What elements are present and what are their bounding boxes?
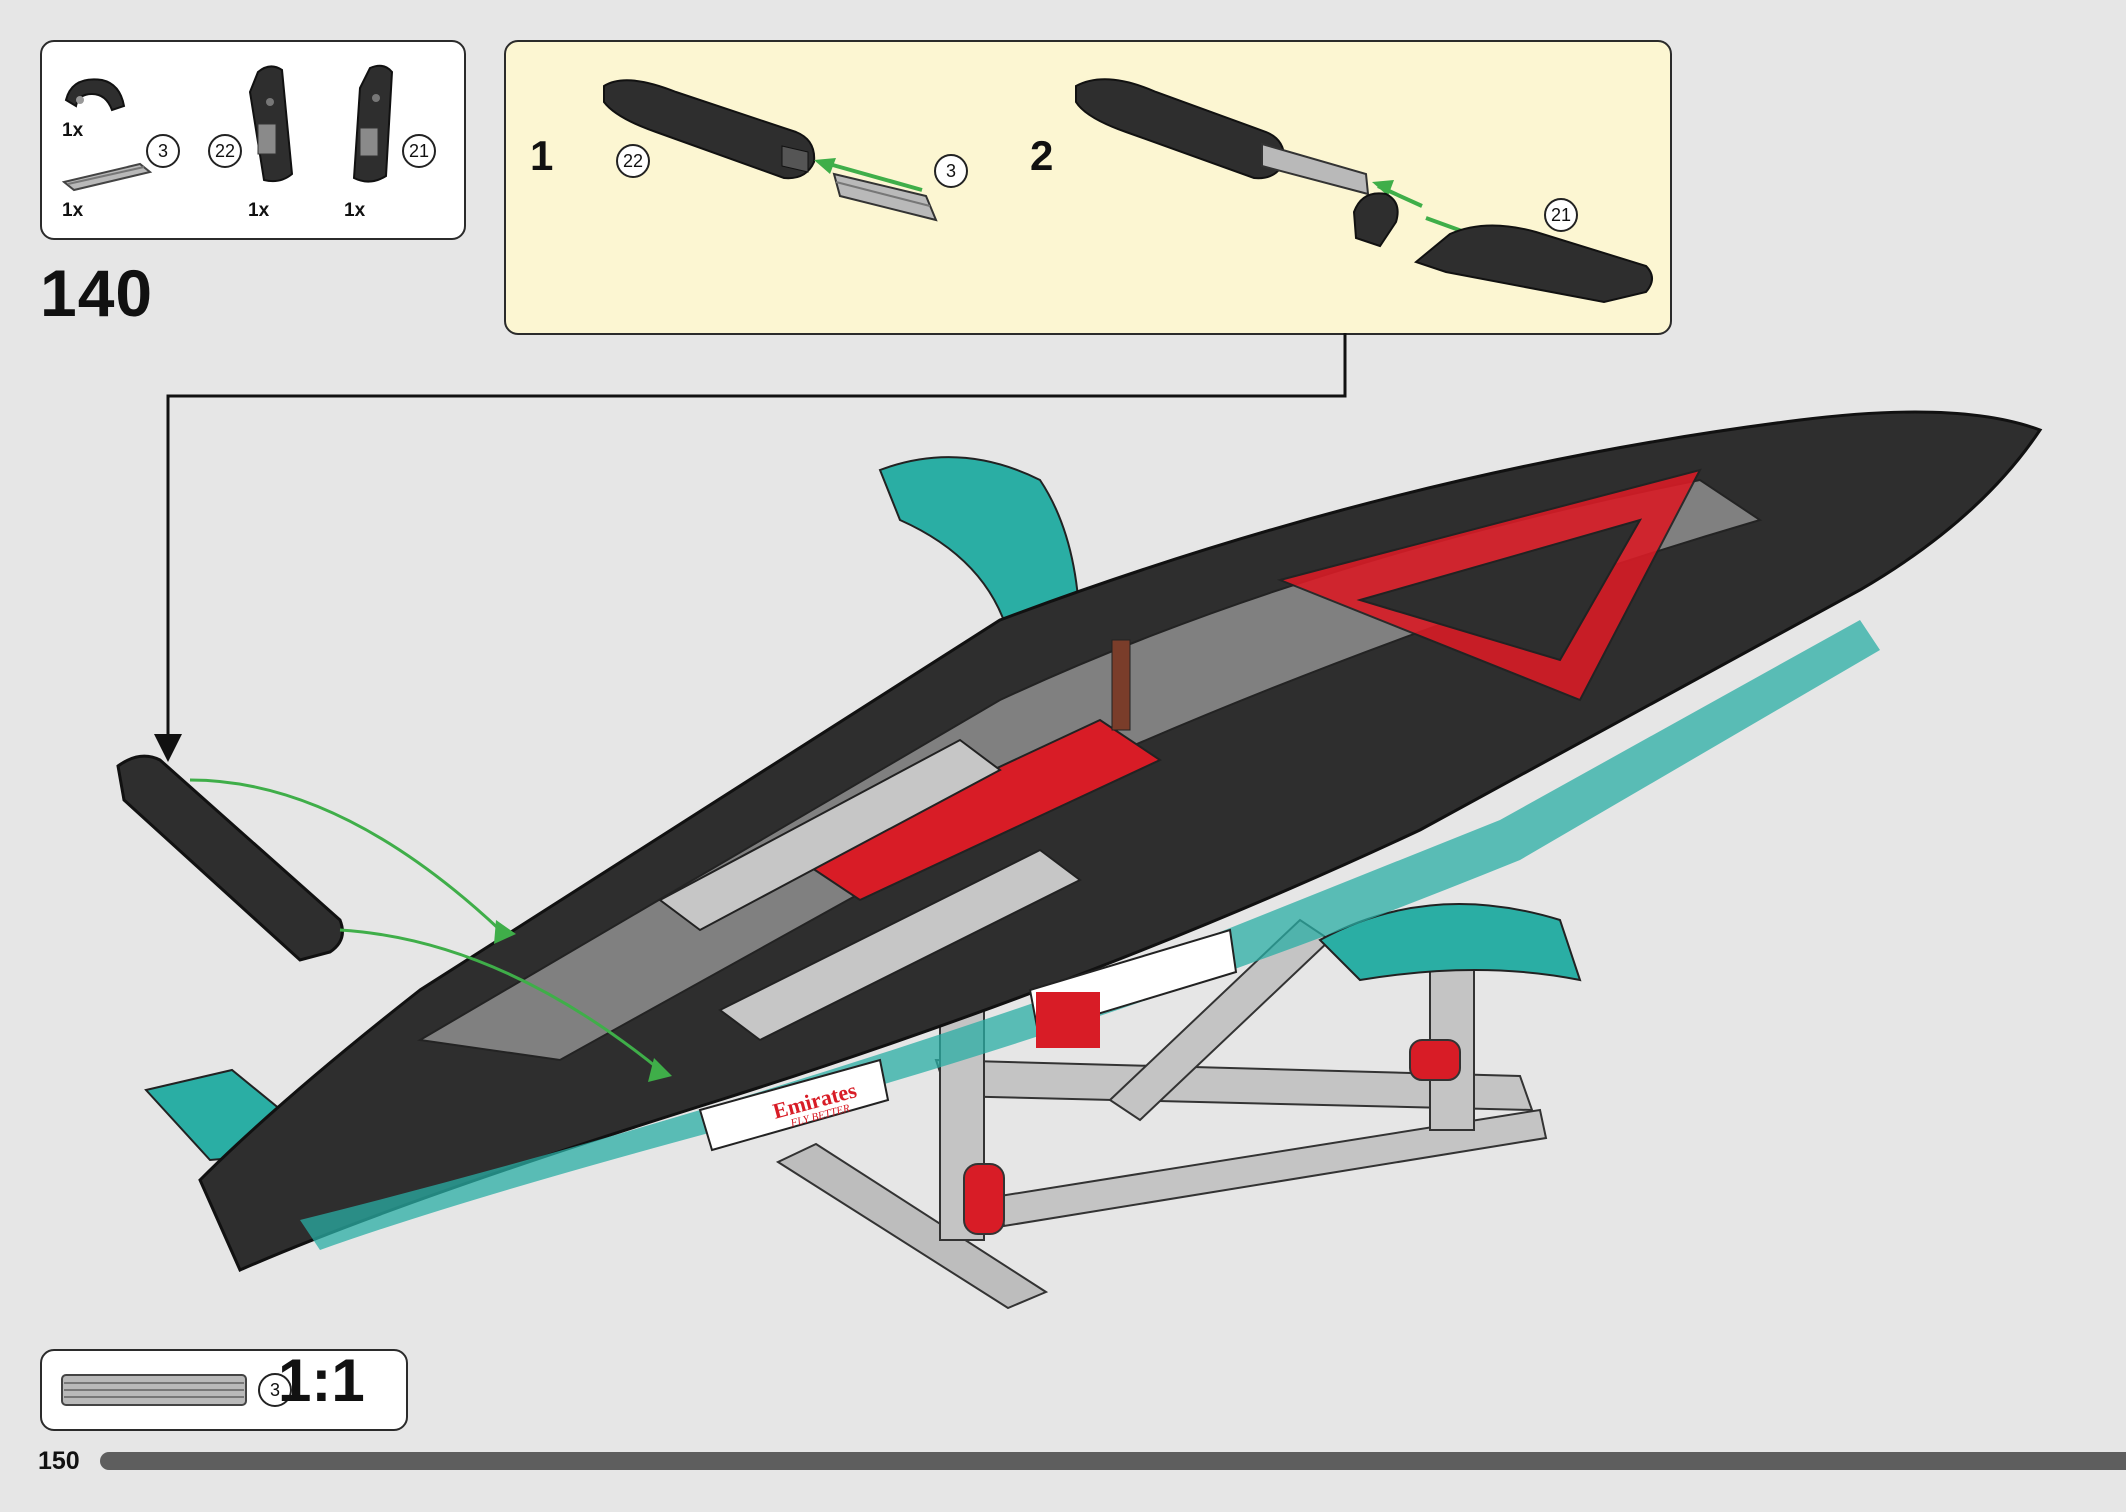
- part-qty-wedge: 1x: [62, 120, 84, 141]
- step-number: 140: [40, 256, 154, 330]
- parts-list-panel: 1x 3 1x 22 1x 21 1x: [40, 40, 466, 240]
- sub-assembly-panel: 1 2 22 3 21: [504, 40, 1672, 335]
- page-number: 150: [38, 1447, 80, 1475]
- part-qty-panel-22: 1x: [248, 200, 270, 221]
- part-callout-panel-21: 21: [402, 134, 436, 168]
- substep-2-callout-21: 21: [1544, 198, 1578, 232]
- axle-part-icon: [61, 162, 153, 192]
- progress-bar-icon: [100, 1452, 2126, 1470]
- placement-arrow-icon: [154, 734, 182, 762]
- panel-21-part-icon: [352, 64, 394, 183]
- panel-22-part-icon: [248, 65, 294, 183]
- curved-wedge-part-icon: [64, 78, 126, 112]
- build-arrow-icon: [494, 920, 516, 944]
- part-qty-axle: 1x: [62, 200, 84, 221]
- scale-check-panel: 3: [40, 1349, 408, 1431]
- substep-1-illustration: [603, 79, 938, 222]
- scale-ratio: 1:1: [278, 1347, 365, 1414]
- scale-axle-icon: [61, 1374, 247, 1406]
- part-callout-panel-22: 22: [208, 134, 242, 168]
- part-qty-panel-21: 1x: [344, 200, 366, 221]
- part-callout-axle: 3: [146, 134, 180, 168]
- substep-1-callout-22: 22: [616, 144, 650, 178]
- substep-1-number: 1: [530, 132, 554, 179]
- substep-2-illustration: [1075, 78, 1653, 304]
- scale-callout: 3: [258, 1373, 292, 1407]
- substep-1-callout-3: 3: [934, 154, 968, 188]
- substep-2-number: 2: [1030, 132, 1054, 179]
